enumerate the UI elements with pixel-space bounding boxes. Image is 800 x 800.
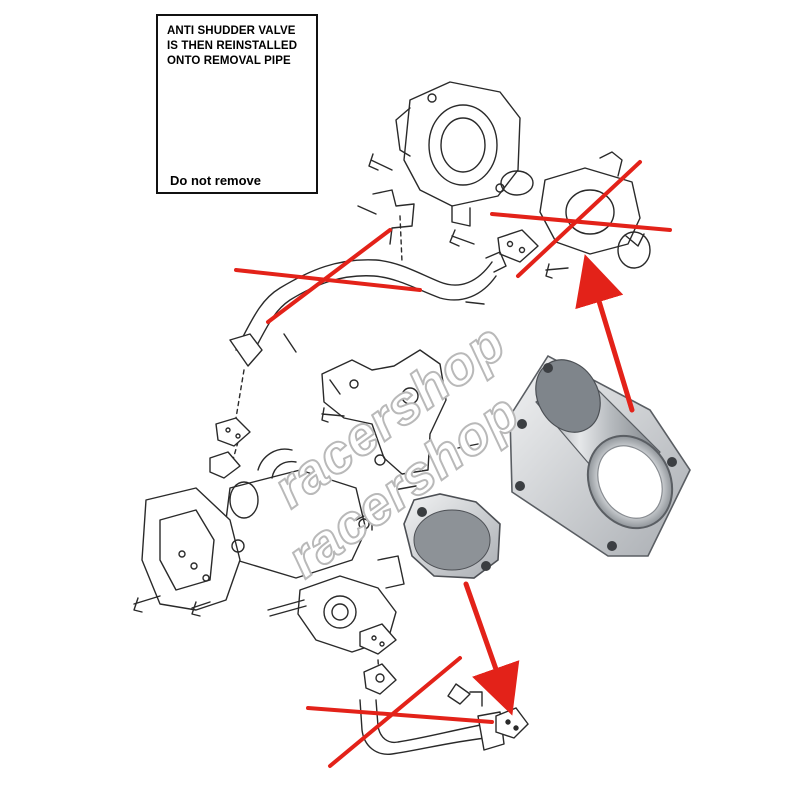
blanking-plate: [403, 493, 501, 579]
gasket-stack-left: [209, 417, 251, 479]
upper-egr-pipe: [229, 251, 507, 367]
callout-line-3: ONTO REMOVAL PIPE: [167, 55, 291, 67]
cross-out-lower-pipe-2: [328, 656, 462, 768]
cross-out-valve-2: [516, 160, 642, 278]
cross-out-lower-pipe-1: [306, 706, 494, 724]
o-ring-2: [617, 231, 651, 269]
callout-line-1: ANTI SHUDDER VALVE: [167, 25, 296, 37]
screw-1: [368, 153, 393, 171]
gasket-stack-bottom: [359, 623, 397, 695]
arrow-adapter-to-valve: [575, 254, 635, 413]
arrow-plate-to-pipe: [463, 581, 520, 716]
callout-note: Do not remove: [170, 173, 262, 188]
cross-out-marks: [234, 160, 672, 768]
cross-out-valve-1: [490, 212, 672, 232]
o-ring-1: [500, 170, 534, 196]
callout-box: ANTI SHUDDER VALVE IS THEN REINSTALLED O…: [156, 14, 318, 194]
cross-out-upper-pipe-2: [266, 228, 392, 324]
spring-pin: [267, 599, 307, 617]
callout-line-2: IS THEN REINSTALLED: [167, 40, 298, 52]
cross-out-upper-pipe-1: [234, 268, 422, 292]
bolts-lower-left: [133, 595, 211, 617]
gasket-2: [495, 707, 529, 739]
screws-middle: [321, 407, 479, 499]
bolt-upper: [283, 229, 569, 353]
egr-delete-adapter: [509, 354, 691, 557]
bracket-top: [357, 189, 415, 245]
bracket-middle: [321, 349, 447, 475]
throttle-body: [395, 81, 521, 227]
gasket-1: [497, 229, 539, 263]
arrows: [463, 254, 635, 716]
bracket-lower-left: [141, 487, 245, 611]
